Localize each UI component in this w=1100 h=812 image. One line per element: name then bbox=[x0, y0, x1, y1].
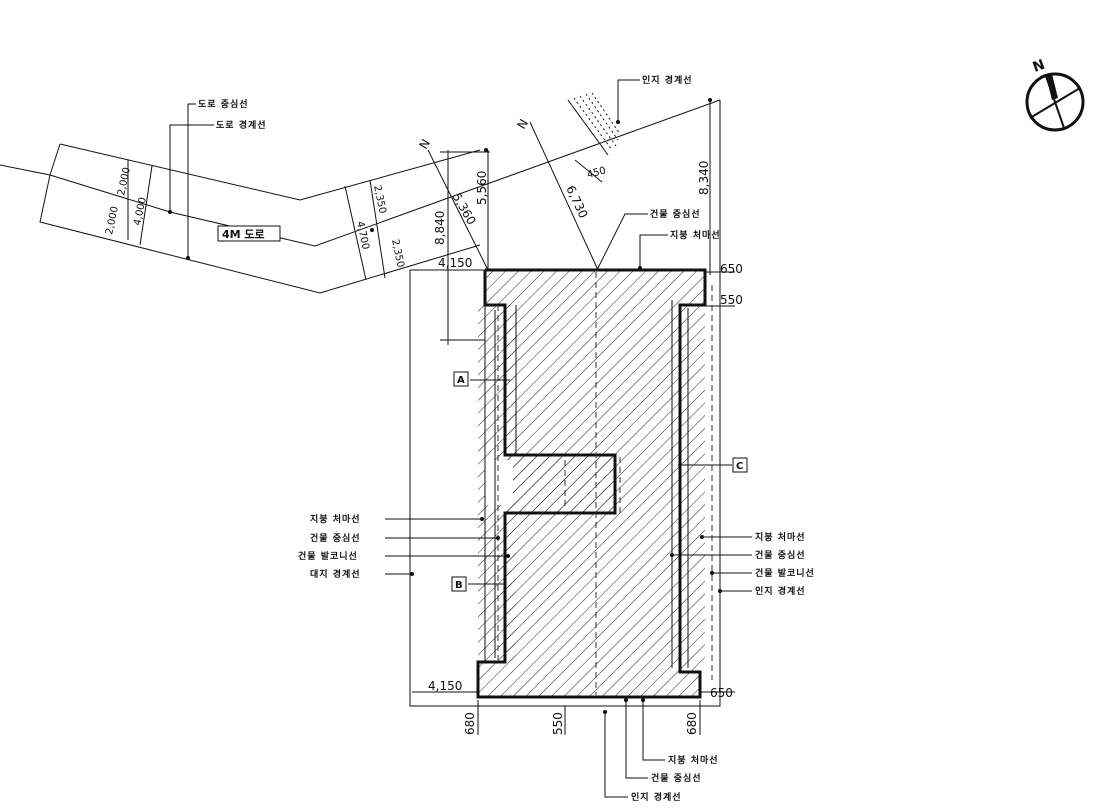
right-neighbor-label: 인지 경계선 bbox=[755, 585, 806, 597]
svg-text:A: A bbox=[457, 375, 465, 386]
dim-2000-upper: 2,000 bbox=[116, 166, 133, 196]
road-4m bbox=[0, 99, 721, 294]
dim-nz-2: N bbox=[514, 117, 531, 132]
road-center-label: 도로 중심선 bbox=[198, 98, 249, 110]
dim-650-top: 650 bbox=[720, 262, 743, 276]
road-4m-label: 4M 도로 bbox=[222, 228, 265, 241]
road-boundary-label: 도로 경계선 bbox=[216, 119, 267, 131]
dim-550-top: 550 bbox=[720, 293, 743, 307]
right-roof-label: 지붕 처마선 bbox=[755, 531, 806, 543]
roof-eave-top-label-group: 지붕 처마선 bbox=[638, 229, 721, 270]
right-center-label: 건물 중심선 bbox=[755, 549, 806, 561]
marker-a: A bbox=[453, 371, 510, 387]
bottom-roof-label: 지붕 처마선 bbox=[668, 754, 719, 766]
bottom-neighbor-label: 인지 경계선 bbox=[631, 791, 682, 803]
dim-2350-lower: 2,350 bbox=[389, 238, 406, 268]
bldg-center-top-label: 건물 중심선 bbox=[650, 208, 701, 220]
dim-nz-1: N bbox=[416, 137, 433, 152]
building-plan bbox=[476, 268, 713, 699]
left-roof-label: 지붕 처마선 bbox=[310, 513, 361, 525]
bottom-center-label: 건물 중심선 bbox=[651, 772, 702, 784]
marker-c: C bbox=[678, 457, 748, 473]
dim-8840: 8,840 bbox=[433, 211, 447, 245]
dim-2000-lower: 2,000 bbox=[104, 205, 121, 235]
road-4m-label-group: 4M 도로 bbox=[217, 225, 281, 242]
svg-text:B: B bbox=[455, 580, 463, 591]
dim-2350-upper: 2,350 bbox=[371, 184, 388, 214]
bldg-center-top-label-group: 건물 중심선 bbox=[596, 208, 701, 271]
roof-eave-top-label: 지붕 처마선 bbox=[670, 229, 721, 241]
right-balcony-label: 건물 발코니선 bbox=[755, 567, 815, 579]
dim-6730: 6,730 bbox=[563, 183, 590, 220]
left-balcony-label: 건물 발코니선 bbox=[298, 550, 358, 562]
dim-650-bottom: 650 bbox=[710, 686, 733, 700]
svg-text:N: N bbox=[1031, 57, 1047, 76]
road-boundary-label-group: 도로 경계선 bbox=[169, 119, 267, 212]
dim-5560: 5,560 bbox=[475, 171, 489, 205]
left-center-label: 건물 중심선 bbox=[310, 532, 361, 544]
dim-8340: 8,340 bbox=[697, 161, 711, 195]
neighbor-top-label: 인지 경계선 bbox=[642, 74, 693, 86]
neighbor-boundary-top: 인지 경계선 bbox=[567, 74, 693, 156]
dim-4150-top: 4,150 bbox=[438, 256, 472, 270]
left-site-label: 대지 경계선 bbox=[310, 568, 361, 580]
dim-680-right: 680 bbox=[685, 712, 699, 735]
dim-680-left: 680 bbox=[463, 712, 477, 735]
dim-550-bottom: 550 bbox=[551, 712, 565, 735]
svg-text:C: C bbox=[736, 461, 743, 472]
dim-4700: 4,700 bbox=[354, 220, 371, 250]
marker-b: B bbox=[451, 576, 505, 592]
north-arrow-icon: N bbox=[1025, 57, 1085, 132]
dim-4150-bottom: 4,150 bbox=[428, 679, 462, 693]
road-center-label-group: 도로 중심선 bbox=[187, 98, 249, 258]
dim-450: 450 bbox=[586, 165, 607, 181]
